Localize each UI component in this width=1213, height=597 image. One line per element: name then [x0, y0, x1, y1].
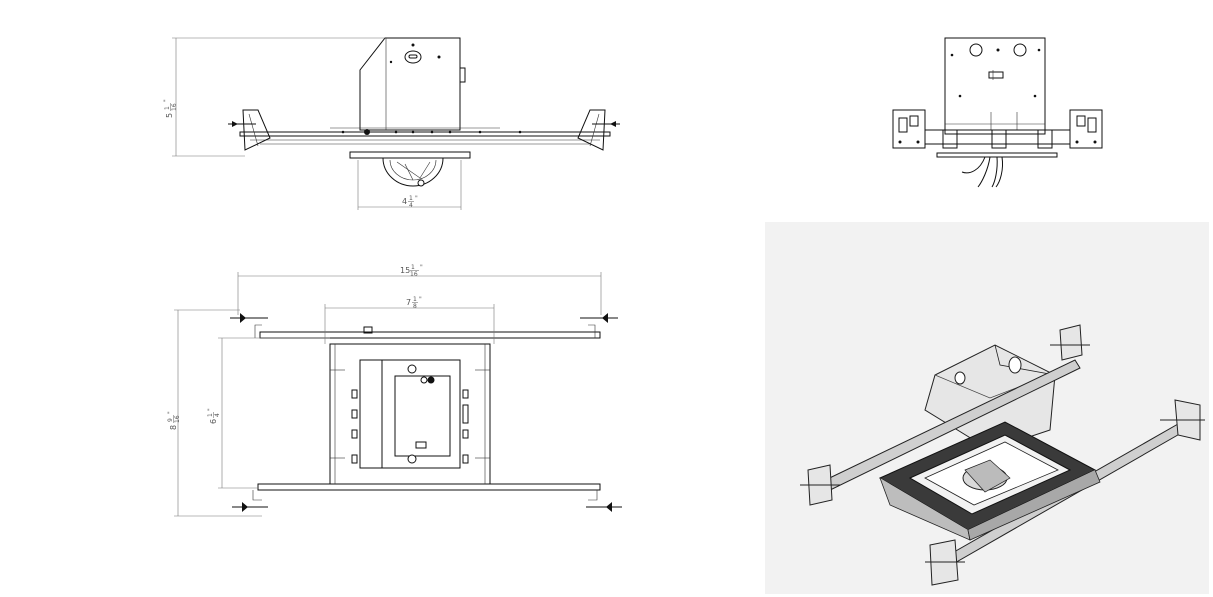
overall-width-dimension-label: 15 1 16 "	[400, 264, 423, 278]
svg-text:7: 7	[406, 298, 411, 307]
svg-text:1: 1	[411, 264, 415, 271]
svg-text:4: 4	[409, 202, 413, 209]
svg-text:1: 1	[164, 106, 171, 110]
svg-text:5: 5	[165, 113, 174, 118]
svg-text:": "	[207, 408, 214, 411]
isometric-product-image	[765, 222, 1209, 594]
inner-width-dimension-label: 7 1 8 "	[406, 296, 422, 310]
inner-depth-dimension-label: 6 1 4 "	[207, 408, 221, 424]
svg-text:4: 4	[402, 197, 407, 206]
svg-text:": "	[419, 296, 422, 303]
side-elevation-view	[892, 37, 1103, 188]
overall-depth-dimension-label: 8 9 16 "	[167, 411, 181, 430]
svg-text:1: 1	[409, 195, 413, 202]
svg-text:9: 9	[167, 418, 174, 422]
svg-text:": "	[420, 264, 423, 271]
svg-text:16: 16	[410, 271, 418, 278]
hanger-bar-rivets	[341, 129, 522, 135]
svg-text:": "	[163, 99, 170, 102]
svg-text:15: 15	[400, 266, 410, 275]
svg-text:1: 1	[413, 296, 417, 303]
svg-text:16: 16	[171, 103, 178, 111]
svg-text:": "	[167, 411, 174, 414]
plan-view: 15 1 16 " 7 1 8 " 8 9 16 "	[167, 264, 622, 517]
svg-text:6: 6	[209, 419, 218, 424]
svg-text:4: 4	[214, 413, 221, 417]
width-dimension-label: 4 1 4 "	[402, 195, 418, 209]
svg-text:8: 8	[413, 303, 417, 310]
front-elevation-view: 5 1 16 " 4 1 4 "	[163, 37, 620, 210]
svg-text:": "	[415, 195, 418, 202]
housing-side-tabs	[351, 389, 469, 464]
height-dimension-label: 5 1 16 "	[163, 99, 178, 118]
svg-text:1: 1	[207, 413, 214, 417]
svg-text:16: 16	[174, 415, 181, 423]
svg-text:8: 8	[169, 425, 178, 430]
